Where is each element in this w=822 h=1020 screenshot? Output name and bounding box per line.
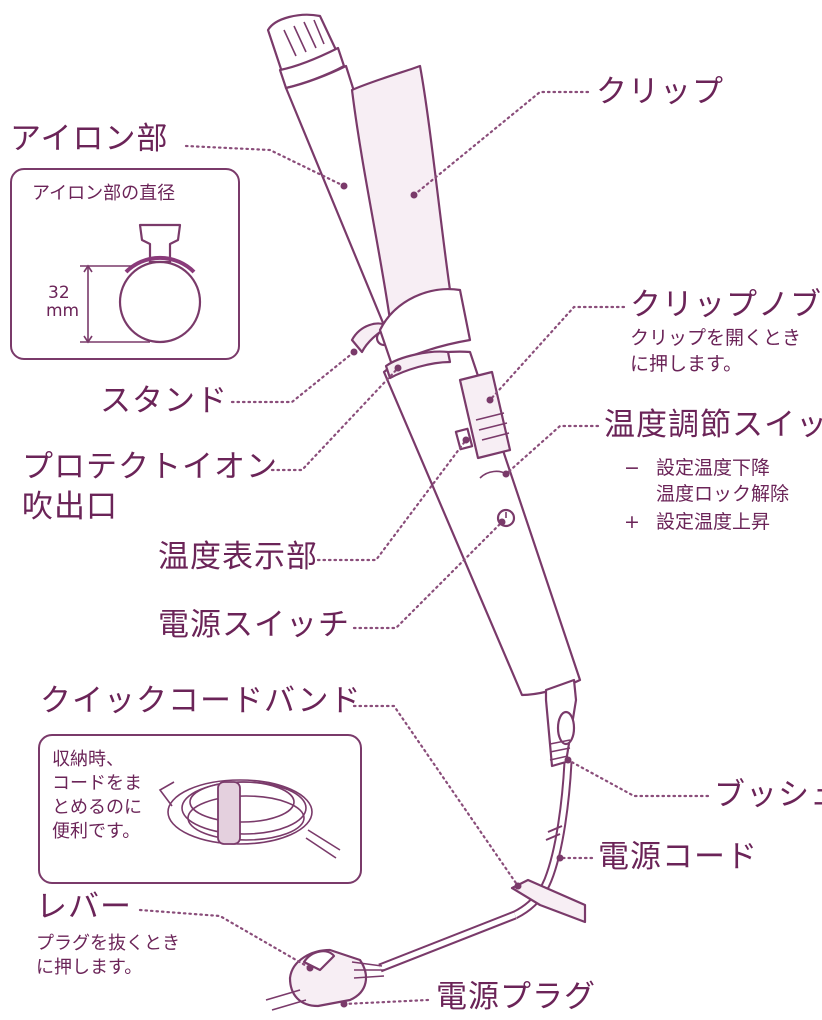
label-temp-display: 温度表示部 [158,539,318,575]
label-cord-band-desc-3: とめるのに [52,797,142,818]
label-stand: スタンド [100,383,228,419]
label-power-cord: 電源コード [598,839,758,875]
label-bush: ブッシュ [714,777,822,813]
label-cord-band-desc-4: 便利です。 [52,821,141,842]
label-clip-knob-desc-1: クリップを開くとき [630,327,802,349]
label-temp-minus-1: 設定温度下降 [656,457,771,479]
label-lever: レバー [36,889,132,925]
diameter-diagram [80,223,202,344]
label-cord-band-desc-2: コードをま [52,773,142,794]
label-temp-minus-2: 温度ロック解除 [656,483,790,505]
label-lever-desc-1: プラグを抜くとき [36,933,180,954]
label-diameter-unit: mm [46,301,80,321]
cord-band-inset-box [38,734,362,884]
label-iron: アイロン部 [10,121,169,157]
label-temp-plus-sign: + [624,511,640,533]
label-clip-knob-desc-2: に押します。 [630,353,743,375]
label-iron-box-title: アイロン部の直径 [32,183,176,204]
coiled-cord [158,779,341,859]
power-cord [378,761,573,973]
label-protect-ion-1: プロテクトイオン [22,449,278,485]
label-cord-band: クイックコードバンド [40,683,362,719]
label-lever-desc-2: に押します。 [36,957,143,978]
leader-dots [306,182,572,1008]
label-clip: クリップ [596,74,724,110]
label-temp-plus: 設定温度上昇 [656,511,771,533]
leader-lines [138,90,710,1006]
label-power-plug: 電源プラグ [436,979,596,1015]
label-temp-switch: 温度調節スイッチ [604,407,822,443]
label-protect-ion-2: 吹出口 [22,489,118,525]
cord-band-strap [510,878,587,924]
label-temp-minus-sign: − [624,457,640,479]
label-cord-band-desc-1: 収納時、 [52,749,124,770]
label-diameter-value: 32 [48,283,70,303]
label-clip-knob: クリップノブ [630,287,822,323]
diameter-inset-box [10,168,240,360]
label-power-switch: 電源スイッチ [158,607,350,643]
